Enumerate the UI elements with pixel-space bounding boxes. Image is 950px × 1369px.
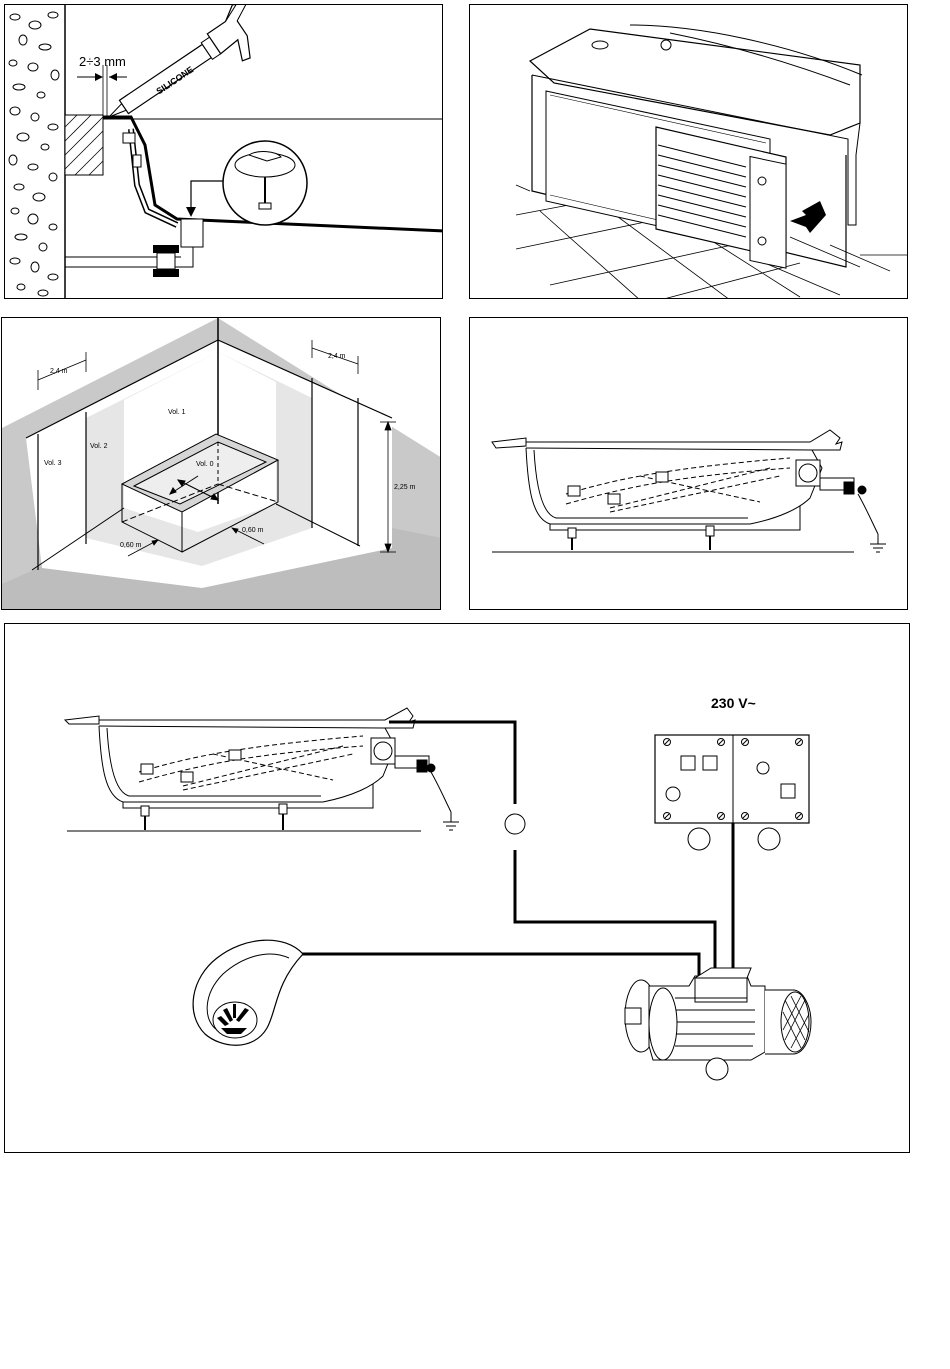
inspection-panel-drawing (470, 5, 908, 299)
silicone-seal-panel: 2÷3 mm SILICONE (4, 4, 443, 299)
safety-zones-drawing (2, 318, 441, 610)
zone-width-left-label: 2,4 m (50, 368, 68, 375)
zone-vol-1-label: Vol. 1 (168, 409, 186, 416)
wiring-diagram-panel: 230 V~ (4, 623, 910, 1153)
tub-clearance-left-label: 0,60 m (120, 542, 141, 549)
zone-vol-3-label: Vol. 3 (44, 460, 62, 467)
tub-clearance-right-label: 0,60 m (242, 527, 263, 534)
tub-side-view-drawing (470, 318, 908, 610)
zone-height-label: 2,25 m (394, 484, 415, 491)
silicone-seal-drawing (5, 5, 443, 299)
inspection-panel-view (469, 4, 908, 299)
supply-voltage-label: 230 V~ (711, 696, 756, 710)
gap-dimension-label: 2÷3 mm (79, 55, 126, 68)
wiring-diagram-drawing (5, 624, 910, 1153)
zone-vol-2-label: Vol. 2 (90, 443, 108, 450)
safety-zones-panel: 2,4 m 2,4 m 2,25 m 0,60 m 0,60 m Vol. 1 … (1, 317, 441, 610)
zone-vol-0-label: Vol. 0 (196, 461, 214, 468)
tub-side-view-panel (469, 317, 908, 610)
zone-width-right-label: 2,4 m (328, 353, 346, 360)
